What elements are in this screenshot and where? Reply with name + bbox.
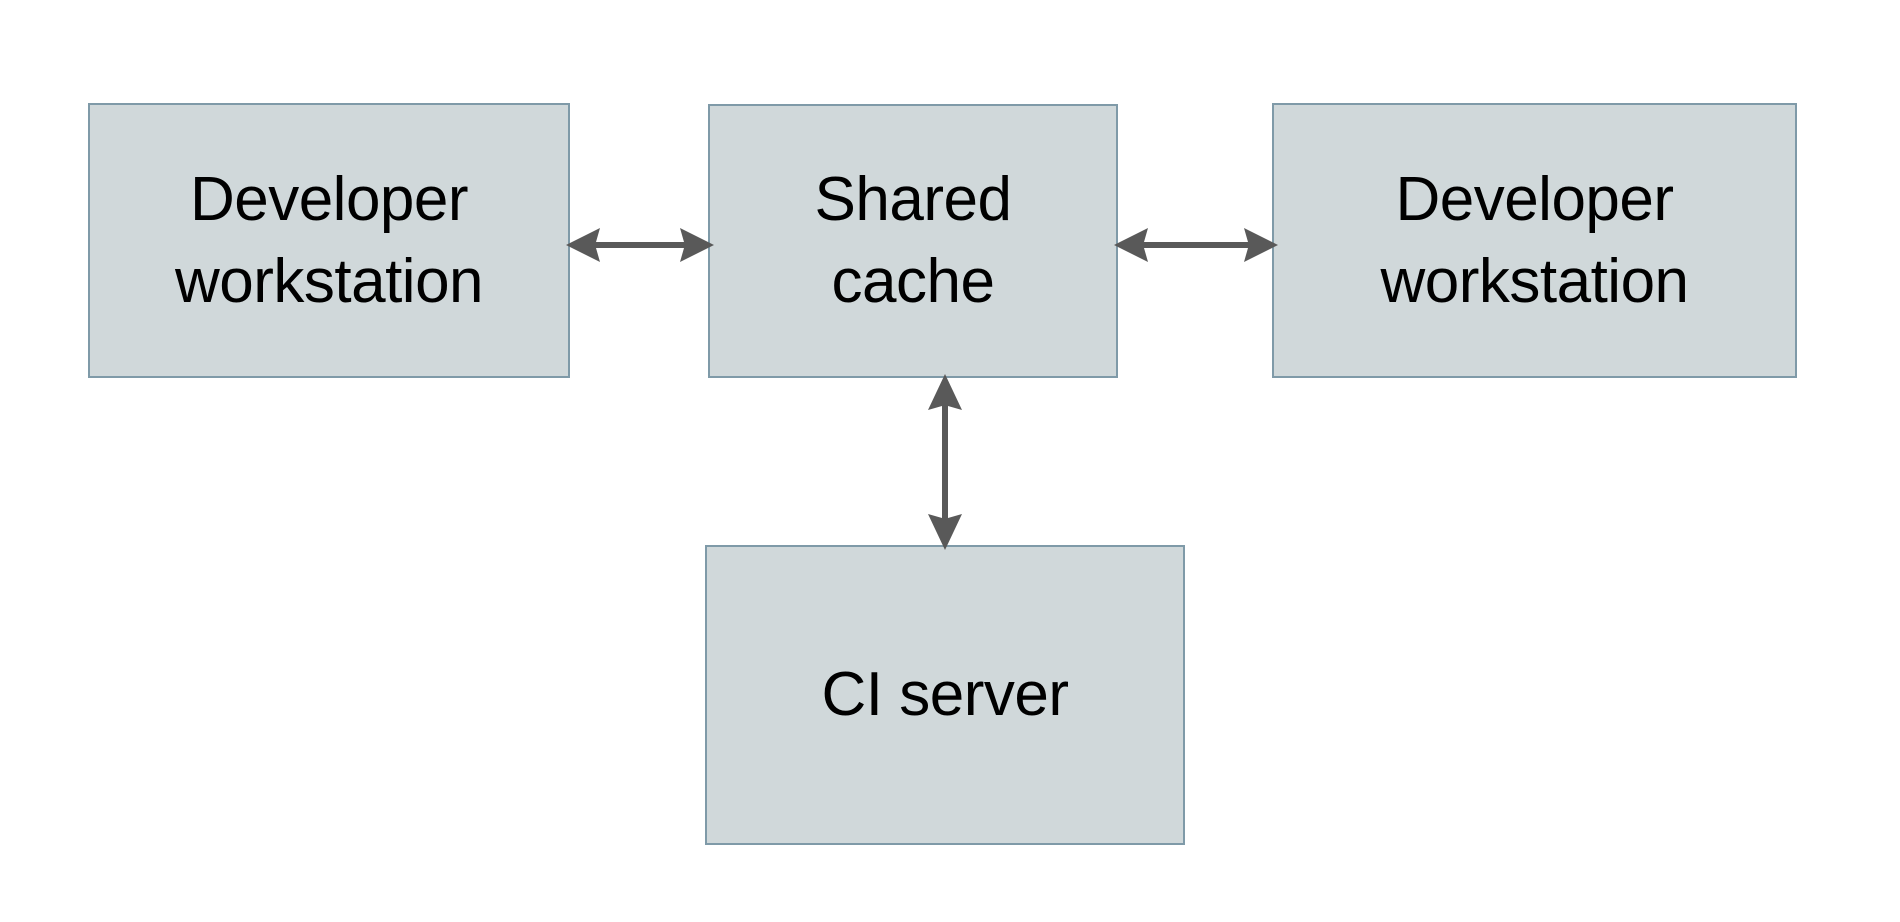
double-headed-arrow-icon: [928, 374, 962, 550]
edge-shared-cache-to-developer-workstation-right[interactable]: [1114, 215, 1278, 275]
node-developer-workstation-left[interactable]: Developer workstation: [88, 103, 570, 378]
node-ci-server[interactable]: CI server: [705, 545, 1185, 845]
node-label: CI server: [821, 660, 1069, 730]
edge-developer-workstation-left-to-shared-cache[interactable]: [566, 215, 714, 275]
node-developer-workstation-right[interactable]: Developer workstation: [1272, 103, 1797, 378]
node-label: Developer workstation: [174, 164, 484, 316]
node-label: Developer workstation: [1380, 164, 1689, 316]
double-headed-arrow-icon: [566, 228, 714, 262]
edge-shared-cache-to-ci-server[interactable]: [915, 374, 975, 550]
node-label: Shared cache: [814, 165, 1012, 316]
node-shared-cache[interactable]: Shared cache: [708, 104, 1118, 378]
double-headed-arrow-icon: [1114, 228, 1278, 262]
